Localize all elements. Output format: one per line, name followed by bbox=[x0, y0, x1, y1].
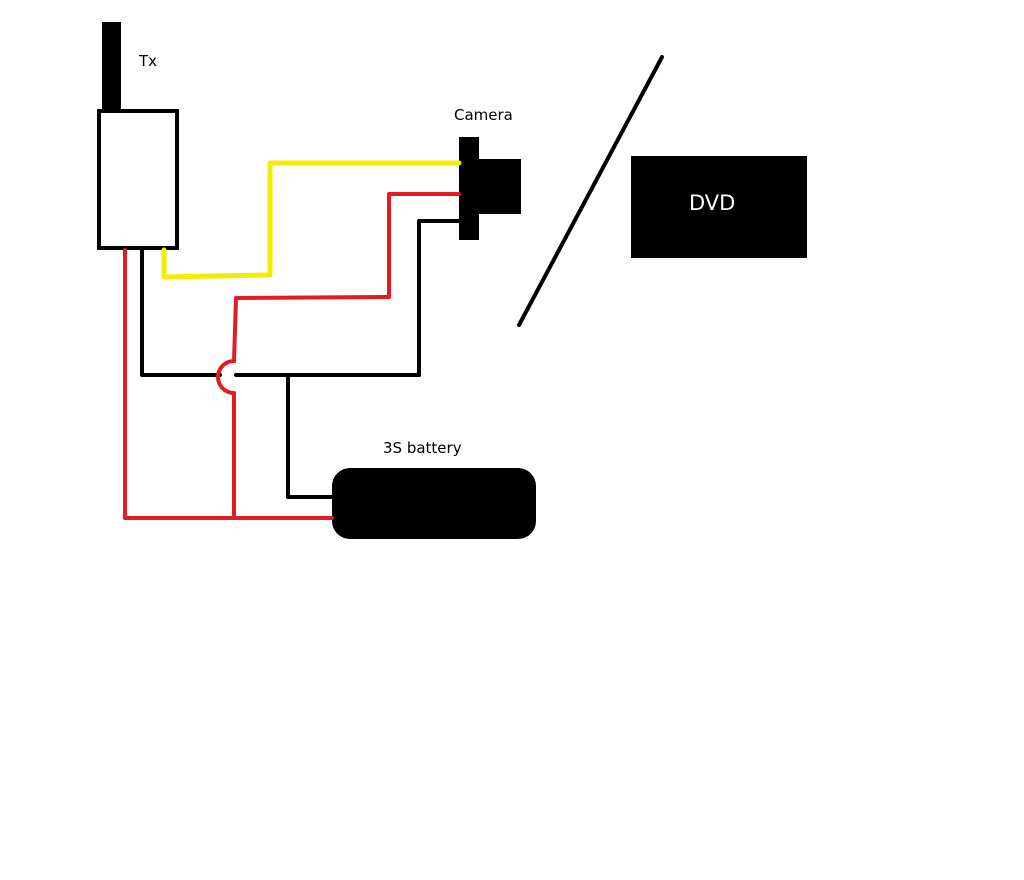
battery-body bbox=[332, 468, 536, 539]
tx-label: Tx bbox=[138, 52, 157, 70]
tx-antenna bbox=[102, 22, 121, 112]
dvd-box bbox=[631, 156, 807, 258]
battery-label: 3S battery bbox=[383, 439, 462, 457]
video-wire bbox=[161, 160, 462, 280]
ground-wire-camera bbox=[417, 219, 461, 377]
positive-wire-camera bbox=[216, 192, 461, 520]
ground-wire-battery bbox=[286, 373, 334, 499]
dvd-label: DVD bbox=[689, 191, 735, 215]
ground-wire-tx bbox=[140, 248, 222, 377]
tx-body bbox=[97, 109, 179, 250]
camera-label: Camera bbox=[454, 106, 513, 124]
positive-wire-tx bbox=[123, 248, 334, 520]
camera-mount bbox=[459, 137, 479, 240]
camera-lens bbox=[477, 159, 521, 214]
divider-line bbox=[517, 55, 664, 327]
